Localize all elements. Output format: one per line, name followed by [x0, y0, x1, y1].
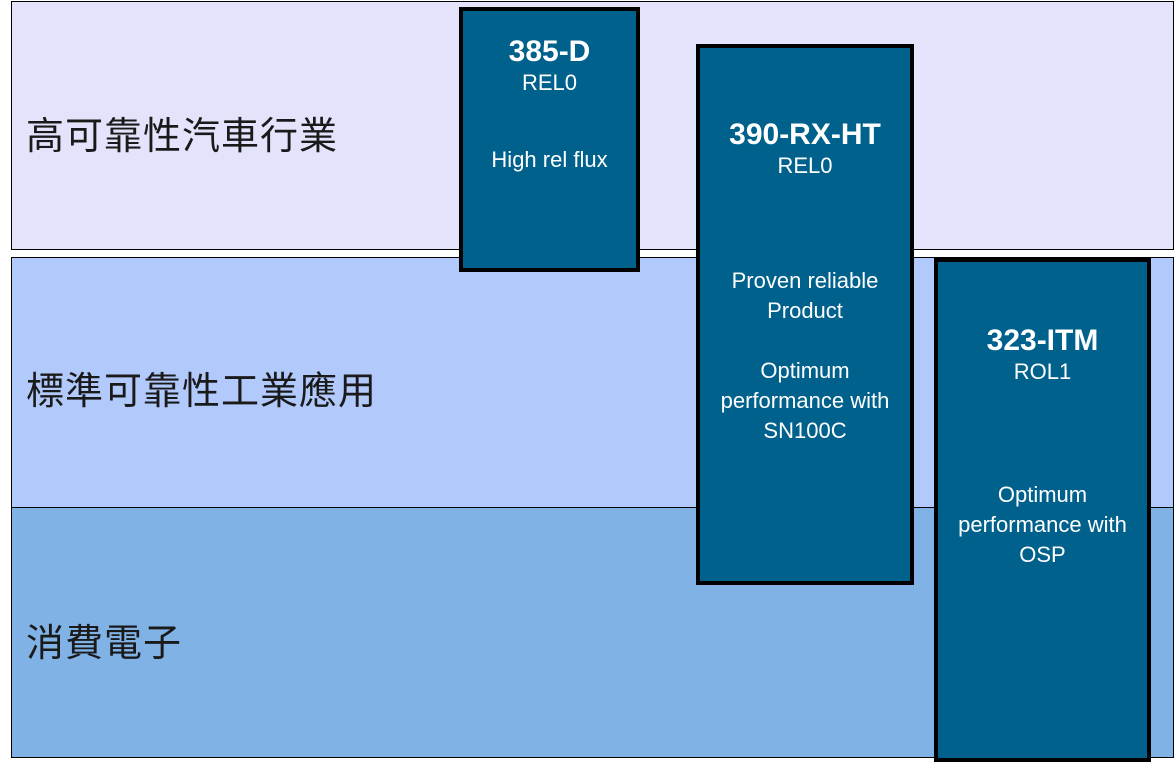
product-name: 385-D	[508, 35, 591, 68]
product-description: Optimum performance with OSP	[958, 482, 1127, 567]
product-grade: ROL1	[1013, 359, 1072, 384]
product-name: 323-ITM	[986, 324, 1099, 357]
product-card-323-itm: 323-ITM ROL1 Optimum performance with OS…	[934, 258, 1151, 762]
product-grade: REL0	[777, 153, 833, 178]
band-label-automotive: 高可靠性汽車行業	[26, 114, 339, 158]
product-name: 390-RX-HT	[729, 118, 881, 151]
product-grade: REL0	[521, 70, 578, 95]
band-label-consumer: 消費電子	[26, 621, 183, 665]
product-card-390-rx-ht: 390-RX-HT REL0 Proven reliable Product O…	[696, 44, 914, 585]
product-card-385-d: 385-D REL0 High rel flux	[459, 7, 640, 272]
product-description: High rel flux	[491, 147, 608, 172]
band-label-industrial: 標準可靠性工業應用	[26, 369, 378, 413]
product-description: Proven reliable Product Optimum performa…	[720, 268, 890, 443]
